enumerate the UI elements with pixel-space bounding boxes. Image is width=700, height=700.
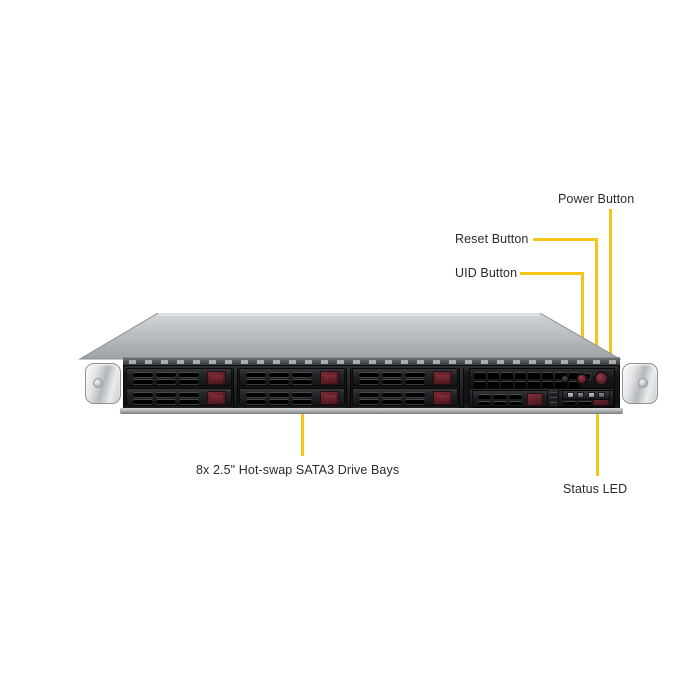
leader-line-uid-button-vertical	[581, 272, 584, 364]
drive-tray[interactable]	[239, 388, 345, 406]
rack-ear-left	[83, 361, 123, 406]
drive-tray-latch[interactable]	[320, 371, 339, 385]
bezel-grille-icon	[474, 372, 580, 388]
drive-tray-vents-icon	[359, 372, 425, 384]
drive-tray[interactable]	[352, 368, 458, 386]
callout-label-power-button: Power Button	[558, 192, 635, 206]
drive-tray[interactable]	[352, 388, 458, 406]
drive-tray[interactable]	[472, 390, 548, 407]
leader-line-reset-button-vertical	[595, 238, 598, 363]
drive-bay-column-1	[126, 368, 234, 408]
callout-label-drive-bays: 8x 2.5" Hot-swap SATA3 Drive Bays	[196, 463, 400, 477]
drive-tray-vents-icon	[133, 392, 199, 404]
power-button-icon[interactable]	[594, 371, 609, 386]
leader-line-uid-button-horizontal	[520, 272, 583, 275]
drive-tray[interactable]	[239, 368, 345, 386]
drive-bay-column-2	[239, 368, 347, 408]
uid-button-icon[interactable]	[561, 375, 569, 383]
chassis-vent-strip	[123, 357, 620, 367]
rack-ear-left-body	[85, 363, 121, 404]
leader-line-status-led	[596, 378, 599, 476]
drive-tray-vents-icon	[478, 394, 522, 405]
drive-tray-latch[interactable]	[433, 371, 452, 385]
control-panel	[538, 368, 620, 408]
drive-tray-latch[interactable]	[207, 371, 226, 385]
bezel-indicator-leds-icon	[550, 392, 557, 406]
drive-tray-latch[interactable]	[207, 391, 226, 405]
drive-tray-vents-icon	[359, 392, 425, 404]
rack-ear-right	[620, 361, 660, 406]
reset-button-icon[interactable]	[576, 373, 588, 385]
callout-label-reset-button: Reset Button	[455, 232, 529, 246]
bay-divider-rail	[459, 368, 464, 408]
server-chassis	[40, 313, 660, 414]
drive-tray-latch[interactable]	[433, 391, 452, 405]
callout-label-status-led: Status LED	[563, 482, 628, 496]
bezel-upper-grille-panel	[469, 368, 615, 390]
drive-tray-latch[interactable]	[320, 391, 339, 405]
leader-line-power-button	[609, 209, 612, 363]
rack-ear-right-screw-hole	[638, 378, 648, 388]
drive-tray[interactable]	[126, 368, 232, 386]
chassis-top-lid	[78, 313, 622, 360]
drive-tray-latch[interactable]	[527, 393, 543, 406]
bay-divider-rail	[233, 368, 238, 408]
leader-line-reset-button-horizontal	[533, 238, 597, 241]
drive-bay-array	[126, 368, 466, 408]
rack-ear-left-screw-hole	[93, 378, 103, 388]
chassis-bottom-lip	[120, 408, 623, 414]
bay-divider-rail	[346, 368, 351, 408]
drive-bay-column-3	[352, 368, 460, 408]
status-led-icon	[562, 390, 610, 400]
drive-tray-vents-icon	[133, 372, 199, 384]
callout-label-uid-button: UID Button	[455, 266, 518, 280]
drive-tray-vents-icon	[246, 392, 312, 404]
drive-tray-vents-icon	[246, 372, 312, 384]
rack-ear-right-body	[622, 363, 658, 404]
drive-tray[interactable]	[126, 388, 232, 406]
leader-line-drive-bays	[301, 404, 304, 456]
